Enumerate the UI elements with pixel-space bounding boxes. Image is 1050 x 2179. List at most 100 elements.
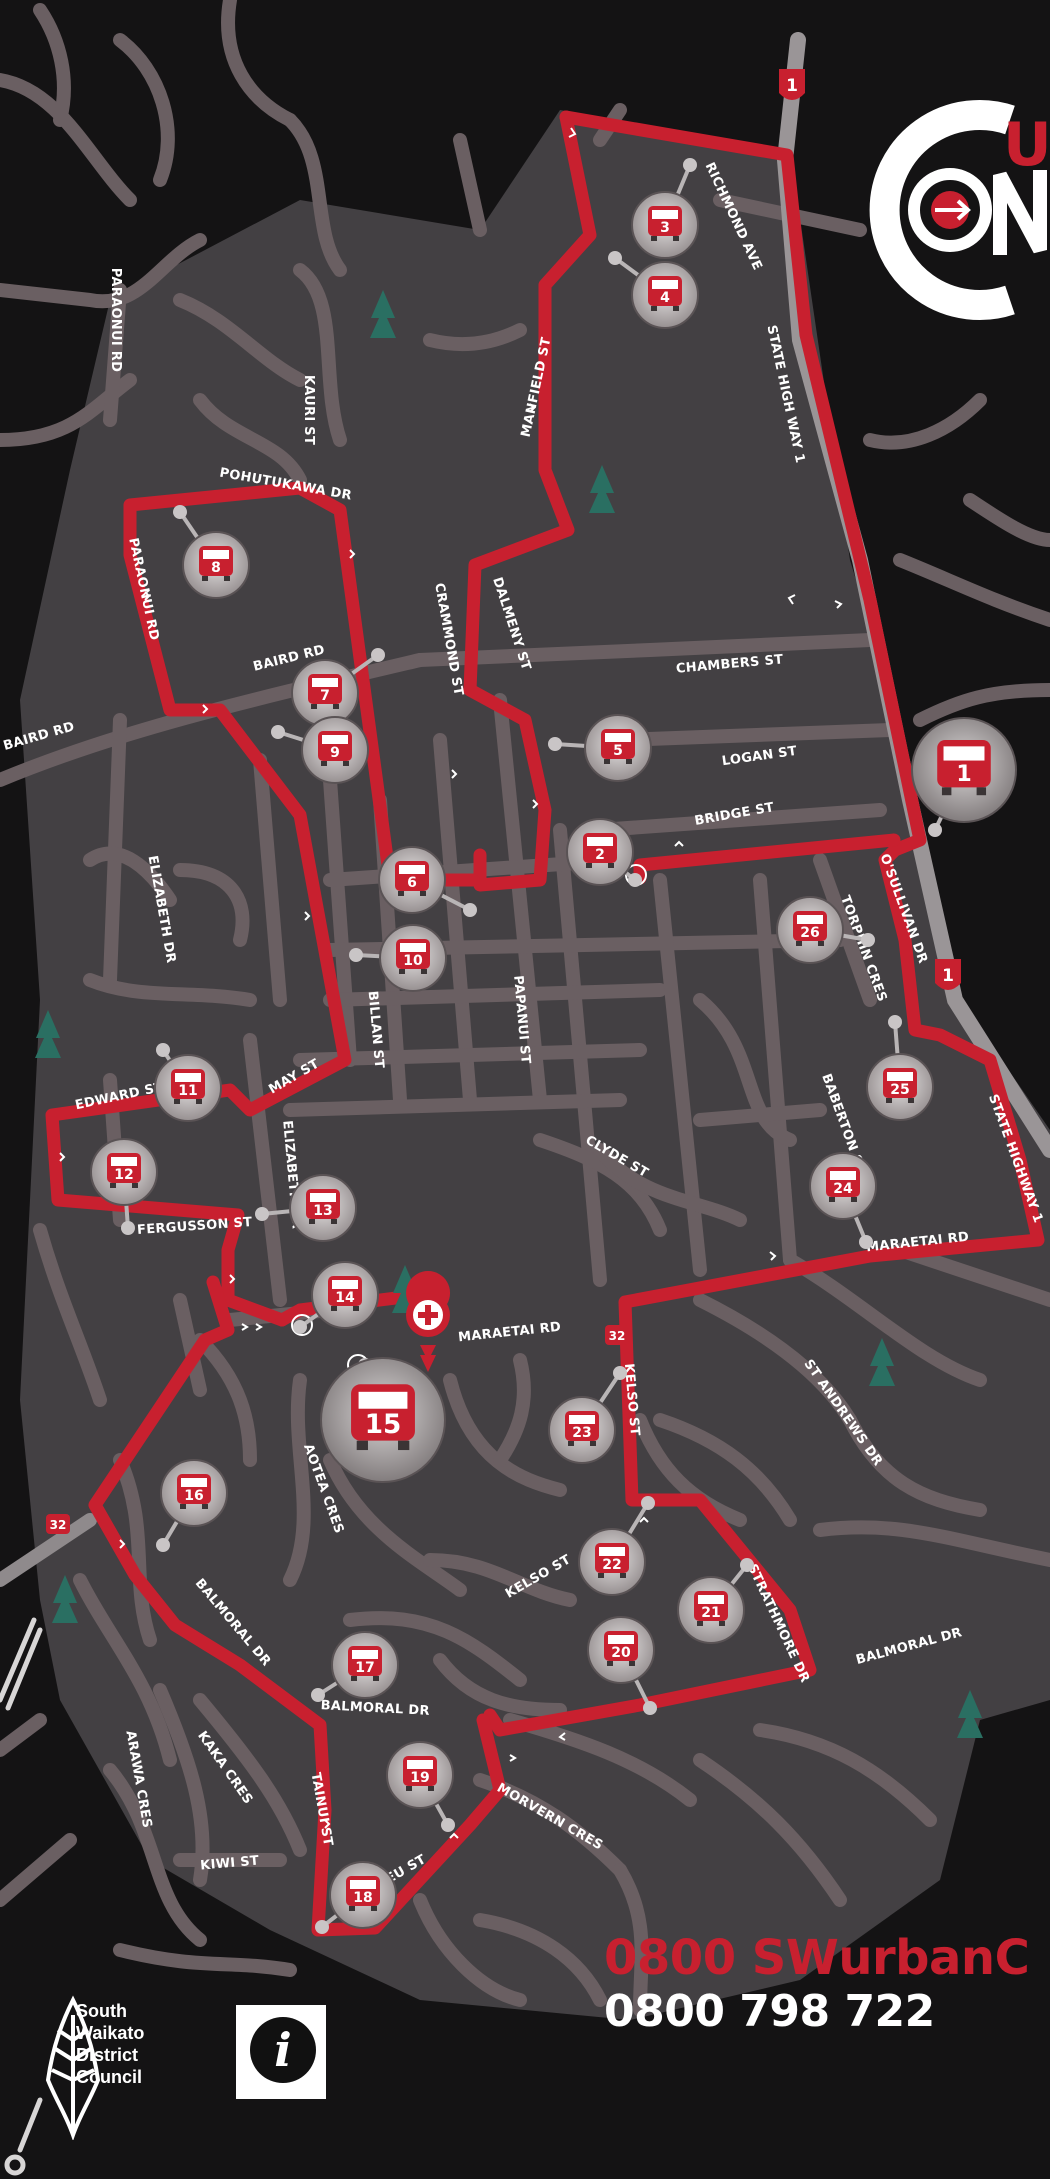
bus-stop-number: 1 <box>956 762 971 787</box>
bus-stop[interactable]: 23 <box>548 1366 627 1464</box>
logo-n-letter <box>993 170 1047 255</box>
bus-stop[interactable]: 6 <box>378 846 477 917</box>
bus-stop[interactable]: 11 <box>154 1043 222 1122</box>
bus-stop[interactable]: 15 <box>320 1357 446 1483</box>
bus-stop-number: 16 <box>184 1488 203 1504</box>
street-label: KIWI ST <box>200 1853 260 1873</box>
bus-stop-number: 25 <box>890 1082 909 1098</box>
bus-stop[interactable]: 9 <box>271 716 369 784</box>
bus-stop-point <box>740 1558 754 1572</box>
bus-stop[interactable]: 25 <box>866 1015 934 1121</box>
bus-stop[interactable]: 8 <box>173 505 250 599</box>
bus-stop-point <box>928 823 942 837</box>
bus-stop[interactable]: 1 <box>911 717 1017 837</box>
council-line-4: Council <box>76 2067 142 2087</box>
bus-stop-number: 4 <box>660 290 670 306</box>
bus-stop[interactable]: 2 <box>566 818 642 887</box>
bus-stop[interactable]: 7 <box>291 648 385 727</box>
highway-shield-icon: 32 <box>46 1514 70 1534</box>
bus-stop-number: 12 <box>114 1167 133 1183</box>
bus-stop-point <box>271 725 285 739</box>
highway-shield-number: 32 <box>609 1329 626 1343</box>
bus-icon: 7 <box>308 674 342 709</box>
bus-icon: 5 <box>601 729 635 764</box>
turnaround-icon <box>291 1314 313 1336</box>
bus-icon: 2 <box>583 833 617 868</box>
bus-stop[interactable]: 20 <box>587 1616 657 1715</box>
bus-icon: 19 <box>403 1756 437 1791</box>
bus-stop-point <box>349 948 363 962</box>
bus-stop-point <box>315 1920 329 1934</box>
bus-stop[interactable]: 19 <box>386 1741 455 1832</box>
bus-stop-point <box>859 1235 873 1249</box>
bus-stop-number: 26 <box>800 925 819 941</box>
tree-icon <box>35 1010 61 1058</box>
bus-stop-number: 22 <box>602 1557 621 1573</box>
bus-stop[interactable]: 12 <box>90 1138 158 1235</box>
bus-icon: 4 <box>648 276 682 311</box>
bus-stop-number: 2 <box>595 847 605 863</box>
bus-stop-point <box>548 737 562 751</box>
council-line-1: South <box>76 2001 127 2021</box>
bus-stop[interactable]: 22 <box>578 1496 655 1596</box>
highway-shield-icon: 1 <box>935 959 961 990</box>
bus-stop-point <box>643 1701 657 1715</box>
bus-stop-point <box>121 1221 135 1235</box>
bus-stop-point <box>683 158 697 172</box>
street-label: BALMORAL DR <box>320 1698 430 1719</box>
council-logo-icon <box>45 1995 101 2140</box>
bus-stop-number: 15 <box>365 1410 402 1440</box>
bus-stop[interactable]: 14 <box>293 1261 379 1334</box>
bus-stop-point <box>861 933 875 947</box>
bus-stop-point <box>441 1818 455 1832</box>
bus-stop[interactable]: 21 <box>677 1558 754 1644</box>
bus-stop-number: 24 <box>833 1181 853 1197</box>
state-highway-32 <box>0 1513 97 1587</box>
bus-stop-number: 11 <box>178 1083 197 1099</box>
bus-stop-point <box>293 1320 307 1334</box>
highway-shield-number: 1 <box>942 966 954 986</box>
bus-icon: 14 <box>328 1276 362 1311</box>
bus-stop-point <box>255 1207 269 1221</box>
council-line-2: Waikato <box>76 2023 145 2043</box>
tree-icon <box>869 1338 895 1386</box>
bus-stop[interactable]: 10 <box>349 924 447 992</box>
tree-icon <box>957 1690 983 1738</box>
bus-icon: 24 <box>826 1167 860 1202</box>
bus-icon: 9 <box>318 731 352 766</box>
info-icon: i <box>250 2017 316 2083</box>
bus-stop-number: 13 <box>313 1203 332 1219</box>
logo-c-arc <box>869 100 1015 320</box>
route-direction-arrows <box>59 127 843 1839</box>
bus-stop[interactable]: 5 <box>548 714 652 782</box>
bus-stop[interactable]: 13 <box>255 1174 357 1242</box>
bus-stop-number: 21 <box>701 1605 720 1621</box>
bus-stop[interactable]: 4 <box>608 251 699 329</box>
tree-icon <box>589 465 615 513</box>
bus-icon: 1 <box>937 740 991 796</box>
phone-name: 0800 SWurbanC <box>604 1930 1030 1986</box>
bus-stop[interactable]: 16 <box>156 1459 228 1552</box>
bus-stop[interactable]: 17 <box>311 1631 399 1702</box>
bus-stop[interactable]: 26 <box>776 896 875 964</box>
bus-stop[interactable]: 24 <box>809 1152 877 1249</box>
service-logo: U <box>869 100 1050 320</box>
bus-stop-number: 23 <box>572 1425 591 1441</box>
bus-icon: 12 <box>107 1153 141 1188</box>
bus-icon: 20 <box>604 1631 638 1666</box>
street-label: KAURI ST <box>301 375 316 445</box>
street-label: BILLAN ST <box>365 990 387 1069</box>
bus-stops: 1234567891011121314151617181920212223242… <box>90 158 1017 1934</box>
highway-shield-number: 32 <box>50 1518 67 1532</box>
bus-stop[interactable]: 18 <box>315 1861 397 1934</box>
road-end-marks <box>0 1617 43 2176</box>
bus-stop[interactable]: 3 <box>631 158 699 259</box>
tree-icon <box>370 290 396 338</box>
bus-icon: 21 <box>694 1591 728 1626</box>
logo-u-letter: U <box>1003 110 1050 180</box>
highway-shield-number: 1 <box>786 76 798 96</box>
bus-icon: 8 <box>199 546 233 581</box>
bus-icon: 25 <box>883 1068 917 1103</box>
